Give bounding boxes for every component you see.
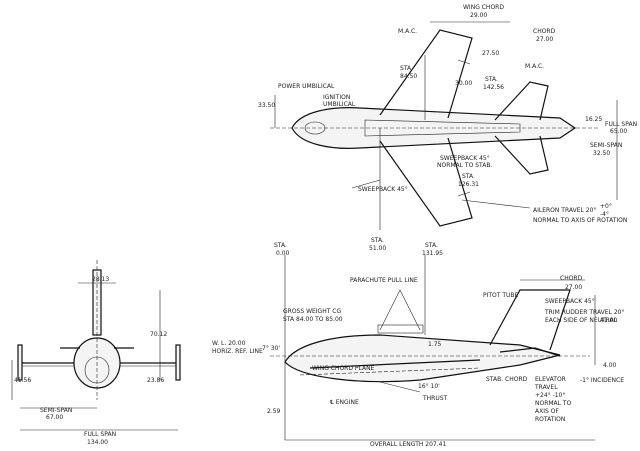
side-pitot: PITOT TUBE	[483, 292, 519, 299]
side-dim-400: 4.00	[603, 362, 617, 369]
front-tip-left	[17, 344, 23, 381]
top-sta-8450: STA.	[400, 65, 413, 72]
side-elev2: TRAVEL	[534, 384, 558, 391]
side-stab	[499, 347, 561, 357]
top-wing-chord-label: WING CHORD	[463, 4, 504, 11]
top-aileron-lower	[457, 191, 471, 197]
top-aileron-leader	[461, 199, 531, 209]
top-view: WING CHORD 29.00 CHORD 27.00 M.A.C. M.A.…	[258, 4, 637, 252]
front-full-span-val: 134.00	[87, 439, 108, 446]
front-full-span: FULL SPAN	[84, 431, 116, 438]
side-wl2: HORIZ. REF. LINE	[212, 348, 263, 355]
side-thrust-label: THRUST	[422, 395, 448, 402]
top-wing-lower	[379, 137, 473, 227]
side-trim2: EACH SIDE OF NEUTRAL	[545, 317, 618, 324]
top-stab-upper	[494, 81, 549, 121]
side-wing-plane	[309, 359, 481, 369]
front-dim-7012-text: 70.12	[150, 331, 167, 338]
top-sta-5100: STA.	[371, 237, 384, 244]
side-elev5: AXIS OF	[535, 408, 559, 415]
side-fin	[489, 289, 571, 351]
front-semi-span-val: 67.00	[46, 414, 63, 421]
side-angle: 7° 30'	[262, 345, 280, 352]
front-dim-2386-text: 23.86	[147, 377, 164, 384]
side-gross1: GROSS WEIGHT CG	[283, 308, 341, 315]
side-chord-val: 27.00	[565, 284, 582, 291]
side-dim-259: 2.59	[267, 408, 281, 415]
top-sta-14256-val: 142.56	[483, 84, 504, 91]
top-dim-3000: 30.00	[455, 80, 472, 87]
side-incidence: -1° INCIDENCE	[580, 377, 624, 384]
side-sta-0-label: STA.	[274, 242, 287, 249]
top-sweepback1: SWEEPBACK 45°	[440, 155, 490, 162]
top-normal-stab: NORMAL TO STAB.	[437, 162, 492, 169]
side-elev4: NORMAL TO	[535, 400, 572, 407]
side-parachute	[379, 289, 421, 331]
side-overall-label: OVERALL LENGTH 207.41	[370, 441, 446, 448]
top-wing-chord-value: 29.00	[470, 12, 487, 19]
top-sta-14256: STA.	[485, 76, 498, 83]
side-wing-plane-label: WING CHORD PLANE	[312, 365, 375, 372]
front-view: 28.13 70.12 41.56 23.86 SEMI-SPAN 67.00 …	[11, 260, 181, 446]
top-sta-5100-val: 51.00	[369, 245, 386, 252]
side-gross2: STA 84.00 TO 85.00	[283, 316, 343, 323]
side-dim-4100-text: 41.00	[600, 317, 617, 324]
side-view: STA. 0.00 STA. 131.95 PARACHUTE PULL LIN…	[212, 242, 624, 448]
side-dim-175: 1.75	[428, 341, 442, 348]
top-full-span-val: 65.00	[610, 128, 627, 135]
side-sweepback: SWEEPBACK 45°	[545, 298, 595, 305]
side-sta-0-val: 0.00	[276, 250, 290, 257]
side-elev1: ELEVATOR	[535, 376, 566, 383]
top-dim-3350-text: 33.50	[258, 102, 275, 109]
top-aileron2: NORMAL TO AXIS OF ROTATION	[533, 217, 627, 224]
top-chord-value: 27.00	[536, 36, 553, 43]
top-sta-8450-val: 84.50	[400, 73, 417, 80]
top-power-umbilical: POWER UMBILICAL	[278, 83, 335, 90]
front-dim-2813-text: 28.13	[92, 276, 109, 283]
top-sta-12631-val: 126.31	[458, 181, 479, 188]
top-ignition: IGNITION	[323, 94, 350, 101]
side-fuselage	[284, 334, 561, 383]
top-semi-span: SEMI-SPAN	[590, 142, 622, 149]
top-aileron-plus: +0°	[600, 203, 612, 210]
side-parachute-label: PARACHUTE PULL LINE	[350, 277, 418, 284]
front-tip-right	[175, 344, 181, 381]
side-trim1: TRIM RUDDER TRAVEL 20°	[544, 309, 624, 316]
top-sta-12631: STA.	[462, 173, 475, 180]
top-full-span: FULL SPAN	[605, 121, 637, 128]
top-aileron1: AILERON TRAVEL 20°	[533, 207, 596, 214]
side-elev6: ROTATION	[535, 416, 565, 423]
top-fuselage-inner	[364, 119, 521, 137]
side-elev3: +24° -10°	[535, 392, 565, 399]
side-thrust-angle: 16° 10'	[418, 383, 440, 390]
top-aileron-upper	[457, 59, 471, 65]
side-stab-chord: STAB. CHORD	[486, 376, 528, 383]
side-thrust	[379, 381, 421, 393]
side-sta-13195-label: STA.	[425, 242, 438, 249]
top-dim-1625: 16.25	[585, 116, 602, 123]
side-chord-label: CHORD	[560, 275, 583, 282]
top-semi-span-val: 32.50	[593, 150, 610, 157]
top-wing-upper	[379, 29, 473, 119]
top-aileron-minus: -4°	[600, 211, 609, 218]
side-engine-label: ℄ ENGINE	[330, 399, 359, 406]
side-engine-cl	[299, 367, 481, 376]
side-sta-13195-val: 131.95	[422, 250, 443, 257]
side-wl1: W. L. 20.00	[212, 340, 246, 347]
side-parachute-box	[377, 324, 424, 334]
top-sweepback2: SWEEPBACK 45°	[358, 186, 408, 193]
top-mac2-label: M.A.C.	[525, 63, 544, 70]
top-dim-2750: 27.50	[482, 50, 499, 57]
front-dim-4156-text: 41.56	[14, 377, 31, 384]
top-umbilical: UMBILICAL	[323, 101, 356, 108]
front-semi-span: SEMI-SPAN	[40, 407, 72, 414]
top-mac1-label: M.A.C.	[398, 28, 417, 35]
top-chord-label: CHORD	[533, 28, 556, 35]
top-sweep-leader	[351, 179, 381, 189]
top-stab-lower	[494, 135, 549, 175]
